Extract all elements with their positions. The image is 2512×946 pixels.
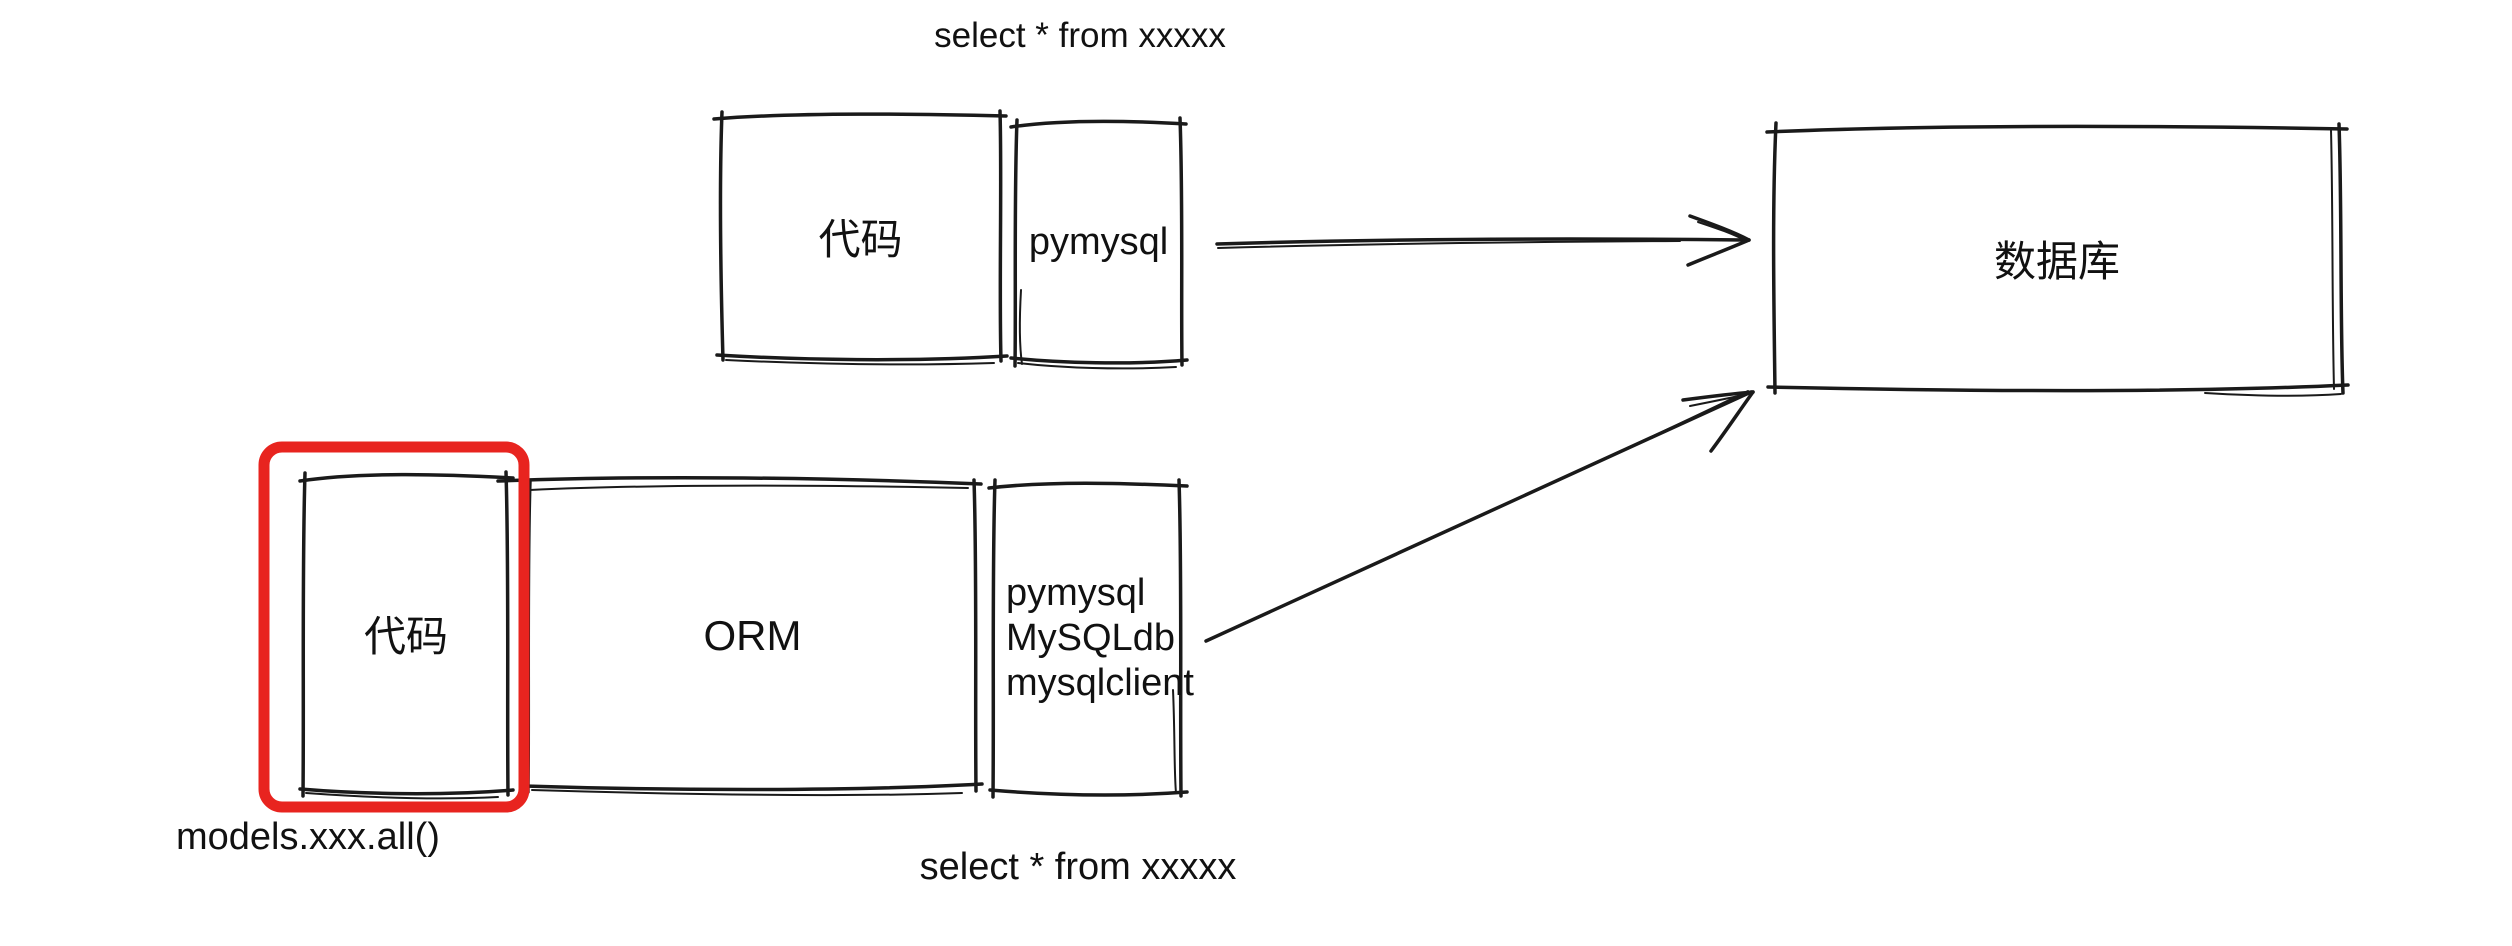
- drivers-box-label: pymysql MySQLdb mysqlclient: [1000, 483, 1206, 793]
- pymysql-box-edge-bottom2: [1017, 362, 1177, 370]
- drivers-line-pymysql: pymysql: [1006, 571, 1146, 614]
- drivers-box-outline: [987, 478, 1189, 799]
- database-box-outline: [1765, 121, 2350, 397]
- arrow-diagonal: [1204, 390, 1755, 643]
- code-box-top-label: 代码: [818, 216, 903, 263]
- code-box-bottom-edge-bottom: [298, 787, 515, 796]
- arrow-top-barb-upper: [1688, 214, 1751, 242]
- pymysql-box-edge-right: [1178, 116, 1184, 367]
- database-box-edge-right2: [2330, 129, 2335, 390]
- arrow-diagonal-barb-down: [1709, 390, 1755, 453]
- orm-box-edge-top: [496, 475, 983, 486]
- database-box-edge-bottom: [1766, 383, 2350, 393]
- arrow-top-barb-lower: [1686, 238, 1751, 267]
- drivers-box-edge-bottom: [988, 788, 1189, 797]
- annotation-bottom-sql: select * from xxxxx: [919, 846, 1237, 888]
- drivers-box-edge-right2: [1172, 689, 1177, 794]
- arrow-diagonal-barb-back: [1681, 390, 1755, 402]
- pymysql-box-top-label: pymysql: [1028, 220, 1169, 263]
- pymysql-box-edge-left2: [1018, 289, 1023, 365]
- arrow-top-barb-upper2: [1697, 221, 1747, 242]
- code-box-bottom-edge-left: [301, 471, 307, 798]
- pymysql-box-edge-top: [1009, 119, 1188, 129]
- database-box-edge-top: [1765, 124, 2349, 134]
- code-box-bottom-edge-top: [298, 472, 515, 483]
- annotation-models-call: models.xxx.all(): [176, 816, 440, 858]
- code-box-top-edge-top: [712, 112, 1008, 121]
- annotation-top-sql: select * from xxxxx: [934, 16, 1226, 55]
- orm-box-edge-bottom: [522, 782, 984, 792]
- pymysql-box-edge-bottom: [1009, 356, 1189, 365]
- database-box-label: 数据库: [1993, 238, 2120, 285]
- highlight-box-red: [258, 441, 530, 813]
- ink-group: [298, 109, 2350, 800]
- code-box-top-outline: [712, 109, 1009, 366]
- code-box-bottom-edge-bottom2: [305, 792, 499, 800]
- database-box-edge-right: [2337, 122, 2345, 395]
- database-box-edge-left: [1771, 121, 1778, 395]
- drivers-line-mysqlclient: mysqlclient: [1006, 661, 1194, 704]
- code-box-top-edge-left: [718, 110, 725, 362]
- pymysql-box-edge-left: [1013, 118, 1019, 368]
- orm-box-edge-right: [972, 478, 978, 793]
- orm-box-edge-bottom2: [531, 789, 963, 797]
- code-box-top-edge-right: [998, 109, 1003, 363]
- arrow-top-shaft2: [1217, 240, 1681, 249]
- code-box-top-edge-bottom: [715, 353, 1009, 362]
- pymysql-box-top-outline: [1009, 116, 1189, 370]
- code-box-bottom-edge-right: [504, 470, 510, 797]
- arrow-top-shaft: [1215, 237, 1746, 246]
- code-box-bottom-outline: [298, 470, 515, 800]
- code-box-bottom-label: 代码: [363, 613, 448, 660]
- arrow-diagonal-barb-back2: [1689, 393, 1749, 407]
- drivers-box-edge-right: [1177, 478, 1183, 798]
- drivers-box-edge-left: [991, 478, 997, 799]
- arrow-top: [1215, 214, 1751, 267]
- drivers-line-mysqldb: MySQLdb: [1006, 616, 1175, 659]
- drivers-box-edge-top: [987, 481, 1189, 490]
- arrow-diagonal-shaft2: [1411, 390, 1749, 548]
- database-box-edge-bottom2: [2204, 392, 2342, 397]
- orm-box-label: ORM: [703, 611, 802, 659]
- code-box-top-edge-bottom2: [725, 359, 995, 366]
- orm-box-edge-top2: [529, 484, 969, 491]
